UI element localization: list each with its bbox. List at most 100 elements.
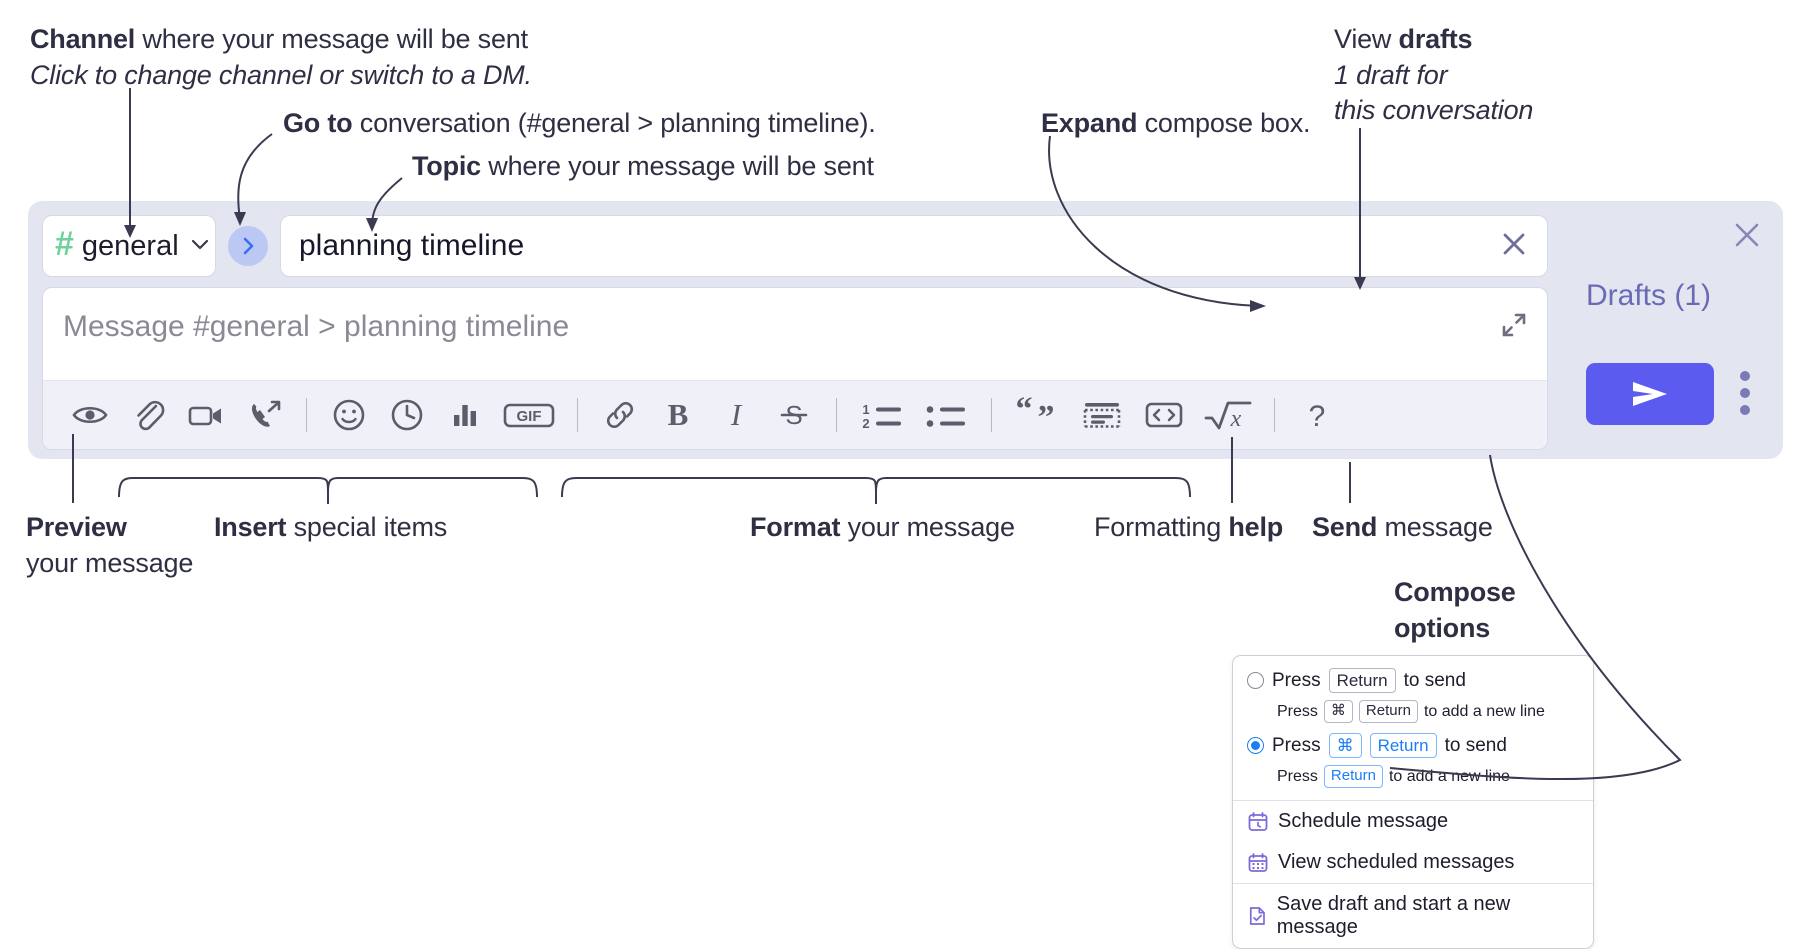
topic-input[interactable]: planning timeline [280,215,1548,277]
calendar-grid-icon [1248,852,1268,872]
bulleted-list-icon [926,406,965,427]
svg-text:x: x [1230,406,1242,432]
compose-options-button[interactable] [1740,371,1750,415]
formatting-help-button[interactable]: ? [1288,386,1346,444]
option2-hint: Press Return to add a new line [1277,765,1579,788]
audio-clip-button[interactable] [235,386,293,444]
annotation-channel: Channel where your message will be sent … [30,22,532,93]
ordered-list-button[interactable]: 1 2 [850,386,914,444]
poll-bar-chart-icon [454,405,476,426]
document-check-icon [1249,907,1265,925]
emoji-button[interactable] [320,386,378,444]
math-button[interactable]: x [1195,386,1261,444]
go-to-conversation-button[interactable] [228,226,268,266]
option1-tosend: to send [1403,669,1466,691]
link-button[interactable] [591,386,649,444]
preview-icon [72,406,108,424]
annotation-channel-bold: Channel [30,24,136,54]
brace-format [561,477,1191,498]
option2-press: Press [1272,734,1321,756]
preview-button[interactable] [61,386,119,444]
channel-selector[interactable]: # general [42,215,216,277]
key-return: Return [1369,733,1437,759]
help-question-icon: ? [1309,400,1326,433]
send-paper-plane-icon [1633,382,1667,406]
attachment-button[interactable] [119,386,177,444]
reminder-button[interactable] [378,386,436,444]
svg-text:“: “ [1016,395,1033,428]
kebab-dot [1740,371,1750,381]
option2-tosend: to send [1444,734,1507,756]
radio-button-selected[interactable] [1247,737,1264,755]
drafts-link[interactable]: Drafts (1) [1586,279,1712,312]
emoji-icon [333,399,365,431]
clock-icon [391,399,423,431]
toolbar-divider [306,398,307,432]
close-compose-button[interactable] [1731,219,1763,256]
annotation-topic: Topic where your message will be sent [412,149,874,185]
poll-button[interactable] [436,386,494,444]
key-command: ⌘ [1328,733,1362,759]
strikethrough-button[interactable]: S [765,386,823,444]
radio-button[interactable] [1247,672,1264,690]
annotation-send-bold: Send [1312,512,1378,542]
hash-icon: # [55,225,74,263]
chevron-down-icon [187,231,213,262]
key-return: Return [1323,765,1383,788]
option1-sub-press: Press [1277,702,1318,720]
menu-option-return-to-send[interactable]: Press Return to send [1247,668,1579,694]
link-icon [607,402,633,428]
annotation-goto-bold: Go to [283,108,353,138]
audio-clip-icon [251,400,281,427]
annotation-topic-bold: Topic [412,151,481,181]
bold-icon: B [668,397,689,432]
italic-button[interactable]: I [707,386,765,444]
italic-icon: I [730,397,743,432]
bold-button[interactable]: B [649,386,707,444]
annotation-expand-bold: Expand [1041,108,1138,138]
annotation-drafts-italic1: 1 draft for [1334,59,1448,90]
compose-header-row: # general planning timeline [42,215,1548,277]
blockquote-button[interactable]: “ ” [1005,386,1071,444]
attachment-paperclip-icon [137,400,165,431]
chevron-right-icon [243,237,254,255]
menu-option-cmd-return-to-send[interactable]: Press ⌘ Return to send [1247,733,1579,759]
ordered-list-icon: 1 2 [862,402,901,431]
bulleted-list-button[interactable] [914,386,978,444]
toolbar-divider [1274,398,1275,432]
strikethrough-icon: S [780,400,808,430]
inline-code-button[interactable] [1133,386,1195,444]
annotation-format-rest: your message [840,512,1015,542]
annotation-compose-bold2: options [1394,612,1491,643]
code-block-icon [1083,403,1121,428]
annotation-send: Send message [1312,510,1493,546]
annotation-preview: Preview your message [26,510,193,581]
video-clip-button[interactable] [177,386,235,444]
annotation-expand: Expand compose box. [1041,106,1311,142]
annotation-expand-rest: compose box. [1137,108,1311,138]
option2-sub-press: Press [1277,767,1318,785]
message-input[interactable]: Message #general > planning timeline [43,288,1547,380]
annotation-drafts-italic2: this conversation [1334,95,1534,126]
gif-button[interactable]: GIF [494,386,564,444]
send-behavior-section: Press Return to send Press ⌘ Return to a… [1233,656,1593,800]
annotation-preview-bold: Preview [26,512,127,542]
annotation-insert-rest: special items [286,512,448,542]
annotation-goto-rest: conversation (#general > planning timeli… [352,108,876,138]
expand-compose-button[interactable] [1499,310,1529,345]
menu-item-save-draft[interactable]: Save draft and start a new message [1233,884,1593,948]
svg-text:B: B [668,397,689,432]
brace-insert [118,477,538,498]
code-block-button[interactable] [1071,386,1133,444]
menu-item-schedule-message[interactable]: Schedule message [1233,801,1593,842]
menu-item-label: View scheduled messages [1278,851,1515,873]
clear-topic-button[interactable] [1497,227,1531,266]
message-input-container: Message #general > planning timeline [42,287,1548,450]
send-button[interactable] [1586,363,1714,425]
menu-item-view-scheduled[interactable]: View scheduled messages [1233,842,1593,883]
compose-options-menu: Press Return to send Press ⌘ Return to a… [1232,655,1594,949]
menu-divider [1233,800,1593,801]
annotation-drafts-bold: drafts [1398,24,1473,54]
compose-box: # general planning timeline [28,201,1783,459]
svg-text:?: ? [1309,400,1326,433]
